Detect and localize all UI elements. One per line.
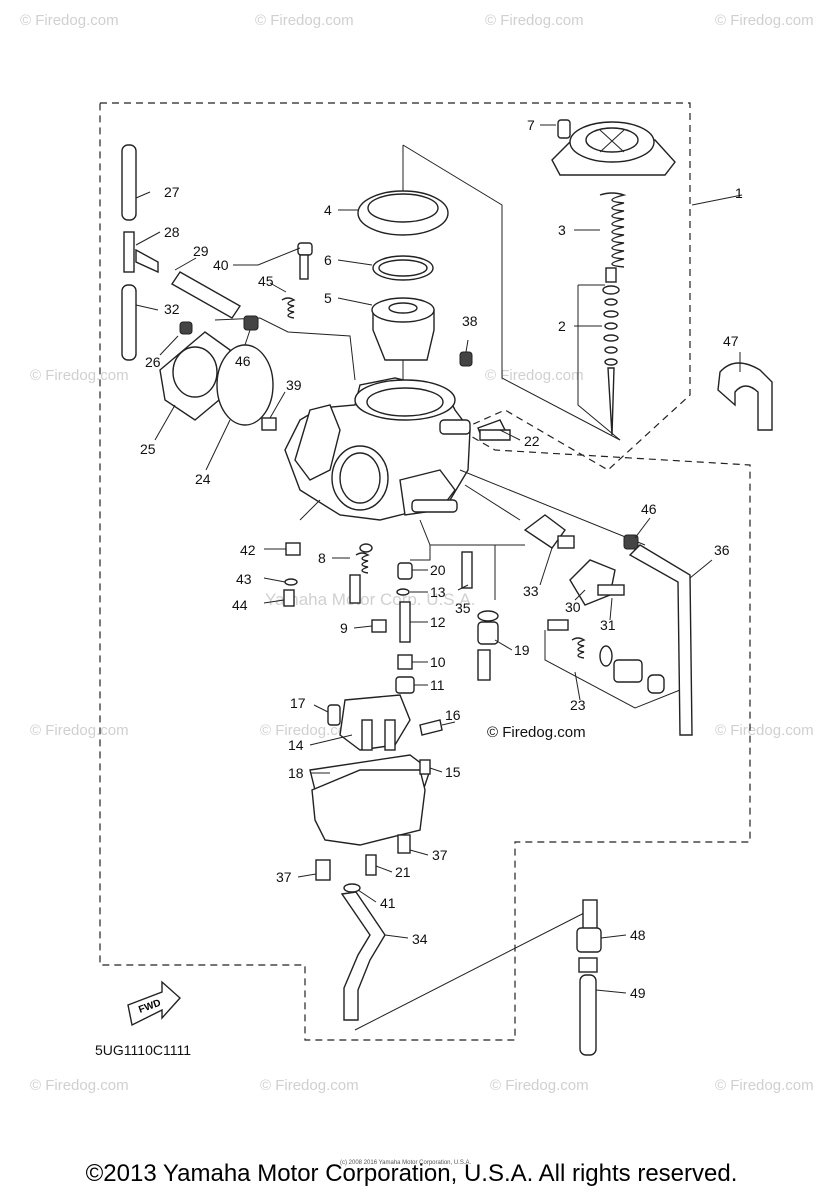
callout-36: 36 <box>714 542 730 558</box>
watermark: © Firedog.com <box>260 722 359 739</box>
callout-37: 37 <box>432 847 448 863</box>
watermarks: © Firedog.com © Firedog.com © Firedog.co… <box>20 12 814 1094</box>
callout-22: 22 <box>524 433 540 449</box>
callout-17: 17 <box>290 695 306 711</box>
callout-49: 49 <box>630 985 646 1001</box>
callout-3: 3 <box>558 222 566 238</box>
callout-30: 30 <box>565 599 581 615</box>
watermark: © Firedog.com <box>485 367 584 384</box>
callout-47: 47 <box>723 333 739 349</box>
callout-14: 14 <box>288 737 304 753</box>
left-cover-assembly <box>159 242 356 431</box>
copyright-notice: ©2013 Yamaha Motor Corporation, U.S.A. A… <box>85 1160 738 1187</box>
vent-hoses <box>121 144 241 361</box>
callout-4: 4 <box>324 202 332 218</box>
callout-44: 44 <box>232 597 248 613</box>
watermark: © Firedog.com <box>30 722 129 739</box>
callout-23: 23 <box>570 697 586 713</box>
callout-numbers: 1 2 3 4 5 6 7 8 9 10 11 12 13 14 15 16 1… <box>140 117 743 1001</box>
callout-7: 7 <box>527 117 535 133</box>
callout-43: 43 <box>236 571 252 587</box>
callout-32: 32 <box>164 301 180 317</box>
watermark: © Firedog.com <box>260 1077 359 1094</box>
tiny-credit: (c) 2008 2016 Yamaha Motor Corporation, … <box>340 1160 472 1166</box>
top-cover-assembly <box>551 119 676 441</box>
callout-28: 28 <box>164 224 180 240</box>
callout-26: 26 <box>145 354 161 370</box>
watermark: © Firedog.com <box>715 722 814 739</box>
callout-45: 45 <box>258 273 274 289</box>
callout-11: 11 <box>430 677 445 693</box>
carburetor-body <box>284 351 525 546</box>
callout-40: 40 <box>213 257 229 273</box>
callout-48: 48 <box>630 927 646 943</box>
diaphragm-piston-assembly <box>357 144 621 441</box>
callout-9: 9 <box>340 620 348 636</box>
float-bowl-assembly <box>309 694 591 1031</box>
diagram-code: 5UG1110C1111 <box>95 1042 191 1058</box>
watermark: © Firedog.com <box>20 12 119 29</box>
callout-42: 42 <box>240 542 256 558</box>
watermark: © Firedog.com <box>715 12 814 29</box>
callout-2: 2 <box>558 318 566 334</box>
callout-46: 46 <box>235 353 251 369</box>
watermark: © Firedog.com <box>255 12 354 29</box>
watermark-dark: © Firedog.com <box>487 724 586 741</box>
callout-8: 8 <box>318 550 326 566</box>
watermark: © Firedog.com <box>30 367 129 384</box>
callout-13: 13 <box>430 584 446 600</box>
callout-10: 10 <box>430 654 446 670</box>
callout-39: 39 <box>286 377 302 393</box>
callout-24: 24 <box>195 471 211 487</box>
callout-20: 20 <box>430 562 446 578</box>
callout-38: 38 <box>462 313 478 329</box>
callout-18: 18 <box>288 765 304 781</box>
leader-lines <box>135 124 743 994</box>
watermark-center: Yamaha Motor Corp. U.S.A. <box>265 590 475 609</box>
watermark: © Firedog.com <box>30 1077 129 1094</box>
jets-and-screws <box>283 429 511 694</box>
callout-5: 5 <box>324 290 332 306</box>
callout-34: 34 <box>412 931 428 947</box>
callout-46: 46 <box>641 501 657 517</box>
callout-1: 1 <box>735 185 743 201</box>
callout-27: 27 <box>164 184 180 200</box>
callout-16: 16 <box>445 707 461 723</box>
callout-37: 37 <box>276 869 292 885</box>
callout-29: 29 <box>193 243 209 259</box>
callout-6: 6 <box>324 252 332 268</box>
drain-tubes <box>576 899 602 1056</box>
fwd-arrow-icon: FWD <box>127 980 181 1027</box>
callout-12: 12 <box>430 614 446 630</box>
callout-19: 19 <box>514 642 530 658</box>
watermark: © Firedog.com <box>490 1077 589 1094</box>
callout-31: 31 <box>600 617 616 633</box>
watermark: © Firedog.com <box>715 1077 814 1094</box>
callout-15: 15 <box>445 764 461 780</box>
callout-33: 33 <box>523 583 539 599</box>
callout-35: 35 <box>455 600 471 616</box>
callout-21: 21 <box>395 864 411 880</box>
assembly-boundary <box>99 102 751 1041</box>
callout-41: 41 <box>380 895 396 911</box>
callout-25: 25 <box>140 441 156 457</box>
watermark: © Firedog.com <box>485 12 584 29</box>
